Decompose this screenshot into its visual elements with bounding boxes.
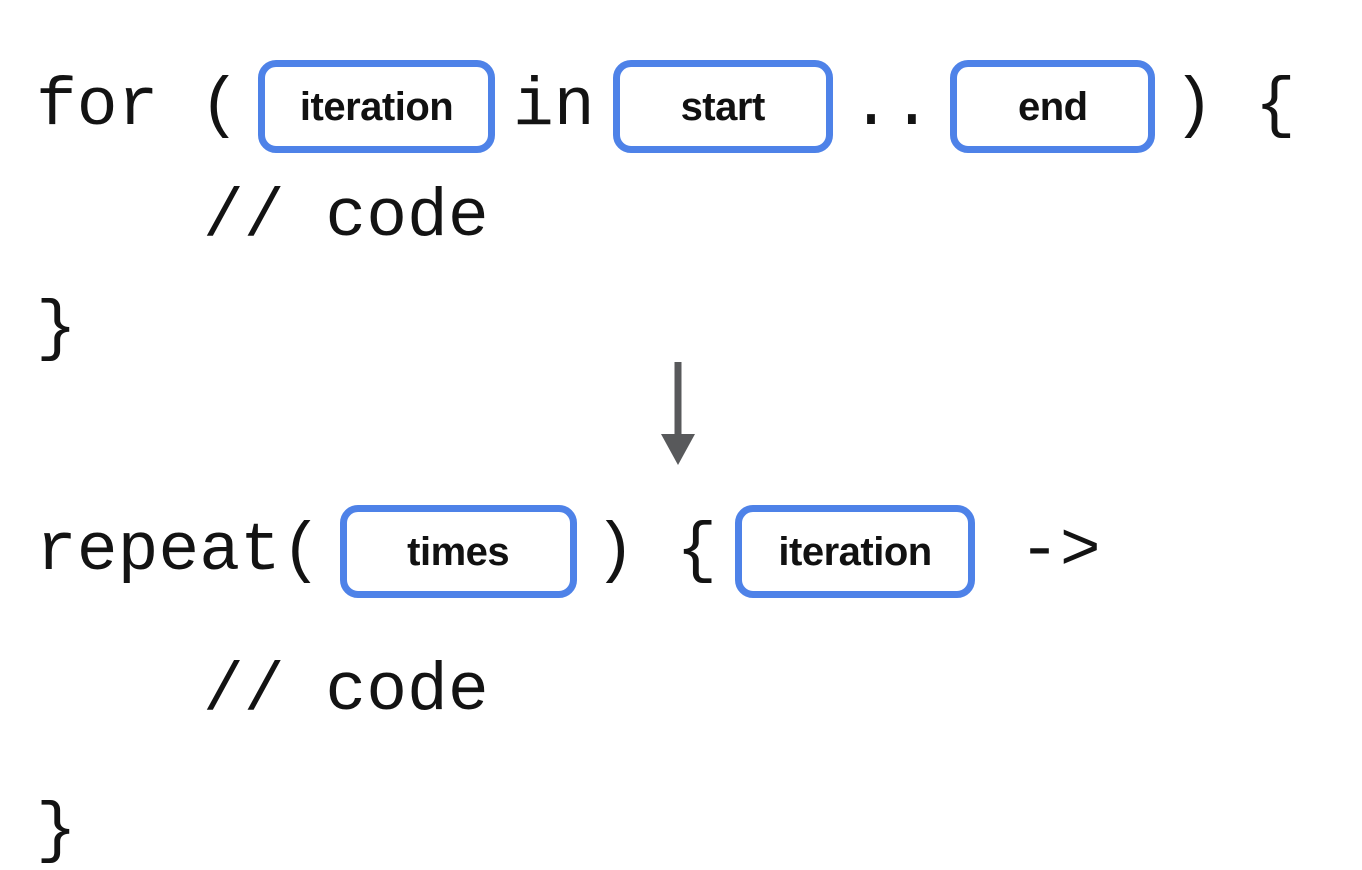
for-closing-brace: } <box>36 291 77 368</box>
slot-box-iteration-lambda: iteration <box>735 505 976 598</box>
repeat-keyword-token: repeat( <box>36 512 322 590</box>
close-paren-open-brace-token: ) { <box>594 512 718 590</box>
slot-box-end: end <box>950 60 1156 153</box>
slot-label-end: end <box>1017 84 1088 129</box>
slot-label-start: start <box>680 84 766 129</box>
repeat-closing-brace: } <box>36 793 77 870</box>
for-signature-line: for ( iteration in start .. end ) { <box>36 60 1296 153</box>
repeat-signature-line: repeat( times ) { iteration -> <box>36 505 1101 598</box>
slot-label-iteration: iteration <box>299 84 454 129</box>
slot-label-times: times <box>407 529 510 574</box>
in-keyword-token: in <box>513 67 595 145</box>
for-keyword-token: for ( <box>36 67 241 145</box>
transform-down-arrow-icon <box>661 362 695 465</box>
slot-box-iteration: iteration <box>258 60 496 153</box>
for-body-comment: // code <box>203 179 489 256</box>
close-paren-open-brace-token: ) { <box>1173 67 1296 145</box>
range-operator-token: .. <box>850 67 933 145</box>
slot-label-iteration-lambda: iteration <box>778 529 932 574</box>
repeat-body-comment: // code <box>203 653 489 730</box>
slot-box-times: times <box>339 505 577 598</box>
lambda-arrow-token: -> <box>1019 512 1101 590</box>
slot-box-start: start <box>612 60 833 153</box>
